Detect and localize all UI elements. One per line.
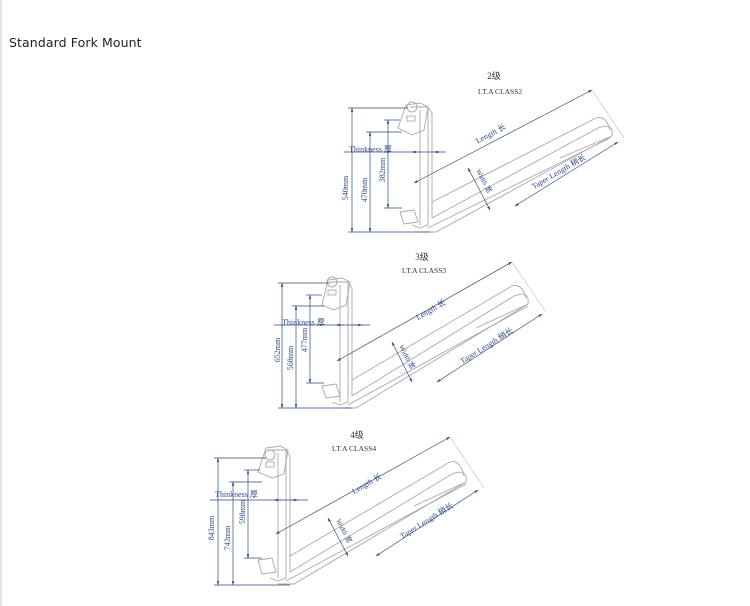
- hook-spacing-label: 477mm: [300, 327, 309, 352]
- length-label: Length 长: [414, 297, 447, 322]
- fork-diagram-class4: 4级 I.T.A CLASS4: [207, 429, 485, 586]
- hook-spacing-label: 382mm: [378, 157, 387, 182]
- taper-length-label: Taper Length 稍长: [398, 500, 455, 541]
- overall-height-label: 652mm: [273, 337, 282, 362]
- taper-length-label: Taper Length 稍长: [530, 152, 588, 191]
- dimension-lines: [210, 436, 479, 586]
- class-cn-label: 3级: [415, 251, 429, 262]
- page-left-border: [0, 0, 2, 606]
- class-label: I.T.A CLASS2: [478, 87, 522, 96]
- width-label: Width 宽: [334, 517, 354, 544]
- carriage-height-label: 568mm: [286, 345, 295, 370]
- class-label: I.T.A CLASS3: [402, 266, 446, 275]
- hook-spacing-label: 598mm: [238, 499, 247, 524]
- fork-diagram-class3: 3级 I.T.A CLASS3: [273, 251, 547, 409]
- page-title: Standard Fork Mount: [9, 35, 142, 50]
- dimension-lines: [274, 261, 543, 409]
- carriage-height-label: 470mm: [360, 177, 369, 202]
- thickness-label: Thinkness 厚: [282, 318, 325, 327]
- class-cn-label: 4级: [350, 429, 364, 440]
- dimension-lines: [344, 89, 619, 233]
- length-label: Length 长: [350, 471, 383, 496]
- class-label: I.T.A CLASS4: [332, 444, 376, 453]
- fork-diagram-class2: 2级 I.T.A CLASS2: [341, 70, 625, 233]
- overall-height-label: 843mm: [207, 515, 216, 540]
- carriage-height-label: 743mm: [223, 525, 232, 550]
- class-cn-label: 2级: [487, 70, 501, 81]
- fork-outline: [397, 101, 613, 233]
- thickness-label: Thinkness 厚: [349, 145, 392, 154]
- length-label: Length 长: [474, 121, 508, 145]
- thickness-label: Thinkness 厚: [215, 490, 258, 499]
- overall-height-label: 540mm: [341, 175, 350, 200]
- taper-length-label: Taper Length 稍长: [458, 325, 515, 366]
